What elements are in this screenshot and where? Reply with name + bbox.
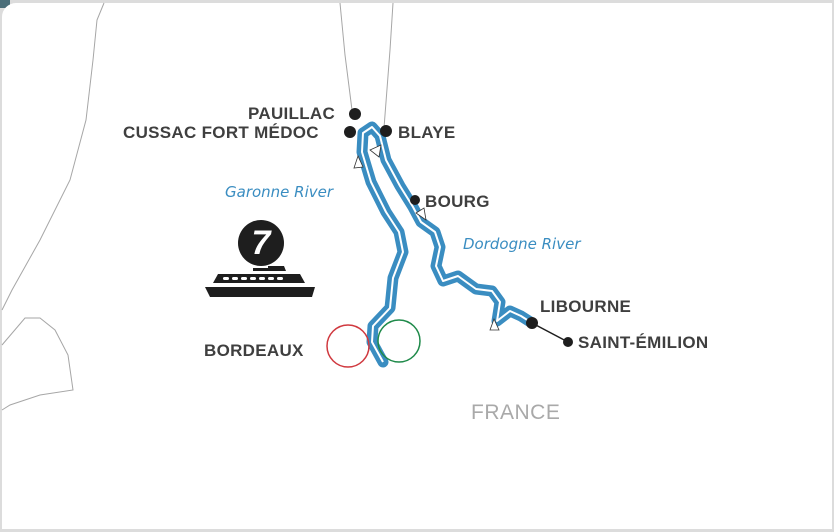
marker-cussac xyxy=(344,126,356,138)
garonne-bank-west xyxy=(339,2,353,111)
river-route-centerline xyxy=(361,126,533,363)
ship-icon xyxy=(205,266,315,297)
corner-accent xyxy=(0,0,10,8)
coastline xyxy=(1,2,105,311)
map-frame xyxy=(2,3,832,529)
label-bourg: BOURG xyxy=(425,192,490,211)
coastline-south xyxy=(1,317,74,411)
label-bordeaux: BORDEAUX xyxy=(204,341,304,360)
label-blaye: BLAYE xyxy=(398,123,456,142)
label-garonne-river: Garonne River xyxy=(225,183,334,201)
land-borders xyxy=(1,2,394,411)
port-markers xyxy=(344,108,573,347)
label-country: FRANCE xyxy=(471,401,561,424)
label-saint-emilion: SAINT-ÉMILION xyxy=(578,333,709,352)
start-circle xyxy=(326,324,370,368)
nights-badge: 7 xyxy=(238,220,284,266)
marker-libourne xyxy=(526,317,538,329)
direction-arrows xyxy=(353,144,500,331)
garonne-bank-east xyxy=(383,2,394,129)
marker-bourg xyxy=(410,195,420,205)
marker-saint-emilion xyxy=(563,337,573,347)
label-libourne: LIBOURNE xyxy=(540,297,632,316)
label-cussac-fort-medoc: CUSSAC FORT MÉDOC xyxy=(123,123,319,142)
marker-blaye xyxy=(380,125,392,137)
label-pauillac: PAUILLAC xyxy=(248,104,336,123)
label-dordogne-river: Dordogne River xyxy=(463,235,581,253)
excursion-line xyxy=(531,322,569,343)
end-circle xyxy=(377,319,421,363)
marker-pauillac xyxy=(349,108,361,120)
